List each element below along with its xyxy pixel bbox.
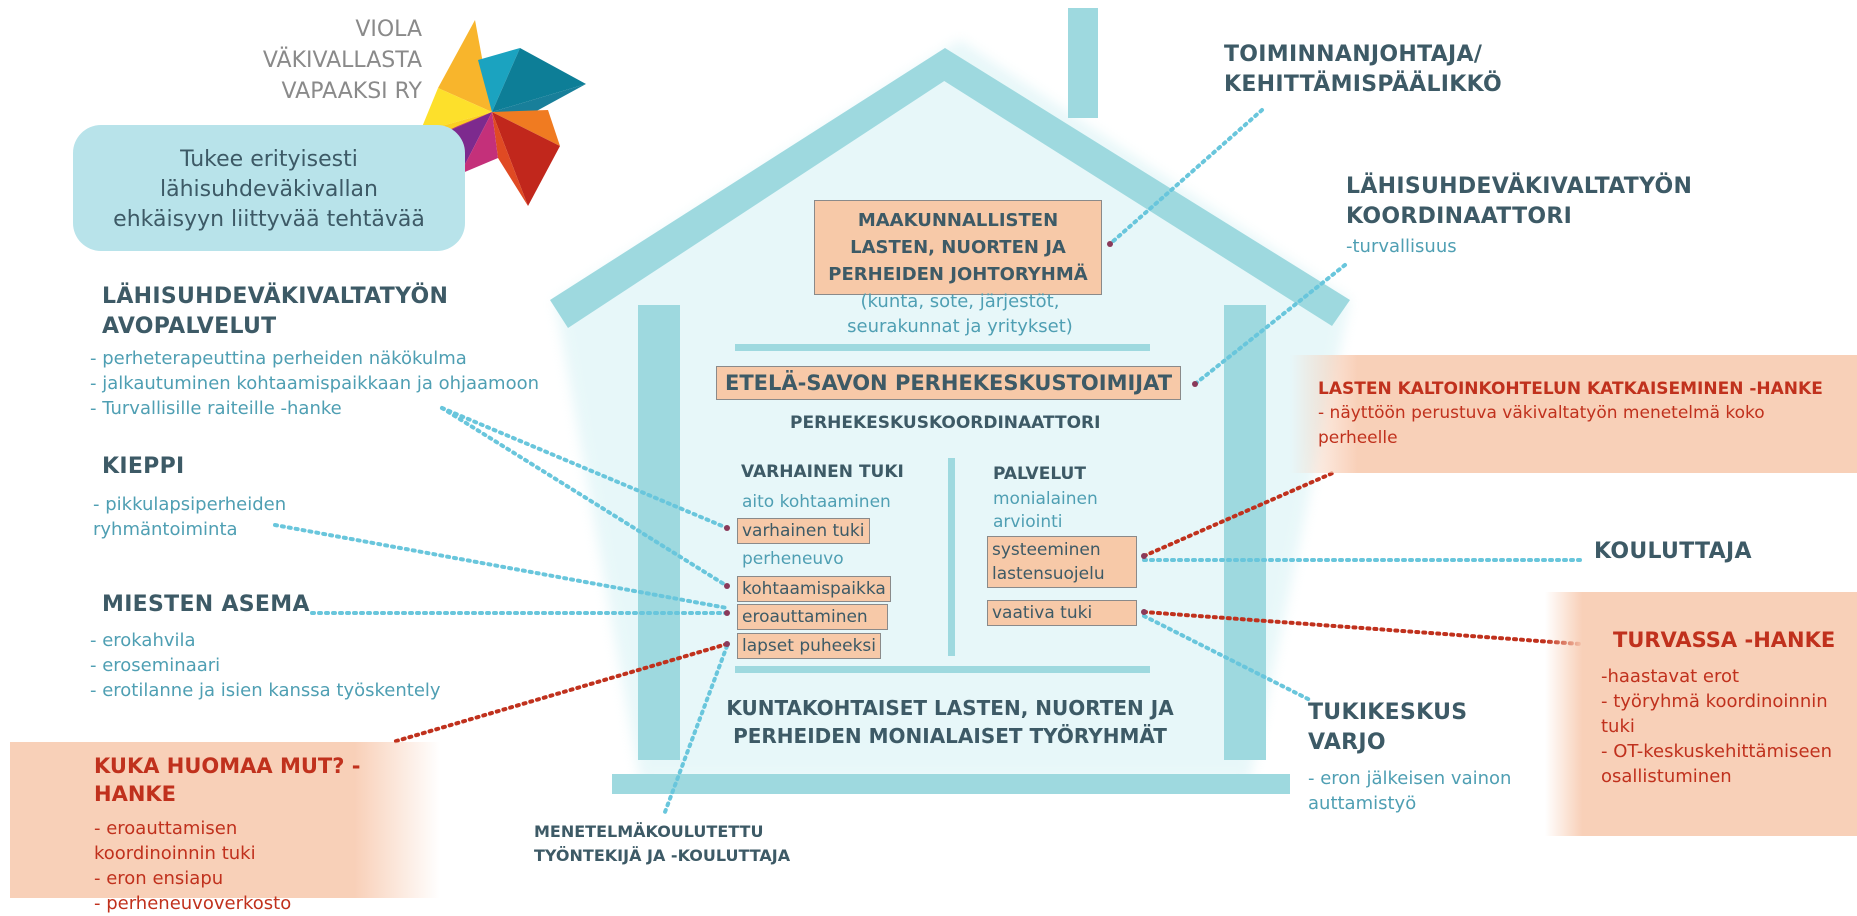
kuka-huomaa-title: KUKA HUOMAA MUT? -HANKE	[94, 754, 361, 806]
turvassa-title: TURVASSA -HANKE	[1613, 628, 1836, 652]
list-item: - Turvallisille raiteille -hanke	[90, 398, 342, 419]
house-roof	[550, 8, 1350, 328]
box-early-support: varhainen tuki	[737, 518, 870, 544]
lasten-hanke-text: - näyttöön perustuva väkivaltatyön menet…	[1318, 403, 1765, 448]
pinwheel-logo-icon	[405, 20, 586, 206]
family-centre-coordinator: PERHEKESKUSKOORDINAATTORI	[790, 413, 1101, 433]
legend-bubble: Tukee erityisesti lähisuhdeväkivallan eh…	[73, 125, 465, 251]
leadership-group-box: MAAKUNNALLISTEN LASTEN, NUORTEN JA PERHE…	[814, 200, 1102, 295]
lasten-hanke-title: LASTEN KALTOINKOHTELUN KATKAISEMINEN -HA…	[1318, 379, 1823, 399]
early-support-title: VARHAINEN TUKI	[741, 462, 904, 482]
list-item: -haastavat erot	[1601, 666, 1740, 687]
box-children-talk: lapset puheeksi	[737, 633, 881, 659]
list-item: - erokahvila	[90, 630, 196, 651]
box-systemic-child-protection: systeeminen lastensuojelu	[987, 536, 1137, 588]
leadership-group-sub: (kunta, sote, järjestöt, seurakunnat ja …	[847, 291, 1073, 337]
avopalvelut-title: LÄHISUHDEVÄKIVALTATYÖN AVOPALVELUT	[102, 284, 449, 339]
box-demanding-support: vaativa tuki	[987, 600, 1137, 626]
early-support-sub: aito kohtaaminen	[742, 492, 891, 512]
municipal-teams: KUNTAKOHTAISET LASTEN, NUORTEN JA PERHEI…	[726, 696, 1174, 748]
box-divorce-help: eroauttaminen	[737, 604, 888, 630]
logo-line-1: VIOLA	[355, 17, 422, 42]
logo-line-3: VAPAAKSI RY	[281, 79, 422, 104]
kieppi-text: - pikkulapsiperheiden ryhmäntoiminta	[93, 494, 287, 540]
miesten-asema-title: MIESTEN ASEMA	[102, 592, 310, 617]
varjo-title: TUKIKESKUS VARJO	[1308, 700, 1468, 755]
family-centre-actors-box: ETELÄ-SAVON PERHEKESKUSTOIMIJAT	[716, 366, 1182, 400]
miesten-asema-block: MIESTEN ASEMA - erokahvila - eroseminaar…	[90, 590, 510, 703]
list-item: - OT-keskuskehittämiseen osallistuminen	[1601, 741, 1832, 787]
turvassa-list: -haastavat erot - työryhmä koordinoinnin…	[1601, 664, 1845, 789]
list-item: - eron ensiapu	[94, 868, 224, 889]
list-item: - jalkautuminen kohtaamispaikkaan ja ohj…	[90, 373, 540, 394]
services-sub: monialainen arviointi	[993, 489, 1098, 532]
family-counseling-sub: perheneuvo	[742, 549, 844, 569]
kuka-huomaa-block: KUKA HUOMAA MUT? -HANKE - eroauttamisen …	[10, 742, 440, 914]
miesten-asema-list: - erokahvila - eroseminaari - erotilanne…	[90, 628, 510, 703]
house-right-wall	[1224, 305, 1266, 760]
kieppi-title: KIEPPI	[102, 454, 185, 479]
list-item: - eroauttamisen koordinoinnin tuki	[94, 818, 256, 864]
kuka-huomaa-list: - eroauttamisen koordinoinnin tuki - ero…	[94, 816, 294, 916]
turvassa-block: TURVASSA -HANKE -haastavat erot - työryh…	[1545, 592, 1857, 836]
list-item: - perheneuvoverkosto	[94, 893, 292, 914]
coordinator-title: LÄHISUHDEVÄKIVALTATYÖN KOORDINAATTORI	[1346, 174, 1693, 229]
varjo-text: - eron jälkeisen vainon auttamistyö	[1308, 768, 1512, 814]
trainer: KOULUTTAJA	[1594, 539, 1752, 564]
list-item: - työryhmä koordinoinnin tuki	[1601, 691, 1828, 737]
house-floor	[612, 774, 1290, 794]
list-item: - perheterapeuttina perheiden näkökulma	[90, 348, 467, 369]
box-meeting-place: kohtaamispaikka	[737, 576, 891, 602]
lasten-hanke-block: LASTEN KALTOINKOHTELUN KATKAISEMINEN -HA…	[1290, 355, 1857, 473]
avopalvelut-block: LÄHISUHDEVÄKIVALTATYÖN AVOPALVELUT - per…	[90, 282, 610, 421]
list-item: - erotilanne ja isien kanssa työskentely	[90, 680, 441, 701]
list-item: - eroseminaari	[90, 655, 221, 676]
logo-text: VIOLA VÄKIVALLASTA VAPAAKSI RY	[260, 14, 422, 107]
avopalvelut-list: - perheterapeuttina perheiden näkökulma …	[90, 346, 610, 421]
varjo-block: TUKIKESKUS VARJO - eron jälkeisen vainon…	[1308, 698, 1538, 816]
method-trainer: MENETELMÄKOULUTETTU TYÖNTEKIJÄ JA -KOULU…	[534, 822, 791, 865]
services-title: PALVELUT	[993, 464, 1086, 484]
logo-line-2: VÄKIVALLASTA	[262, 48, 422, 73]
executive-director: TOIMINNANJOHTAJA/ KEHITTÄMISPÄÄLIKKÖ	[1224, 42, 1503, 97]
kieppi-block: KIEPPI - pikkulapsiperheiden ryhmäntoimi…	[93, 452, 393, 542]
legend-bubble-text: Tukee erityisesti lähisuhdeväkivallan eh…	[113, 147, 425, 232]
coordinator-sub: -turvallisuus	[1346, 236, 1457, 257]
coordinator-block: LÄHISUHDEVÄKIVALTATYÖN KOORDINAATTORI -t…	[1346, 172, 1693, 259]
